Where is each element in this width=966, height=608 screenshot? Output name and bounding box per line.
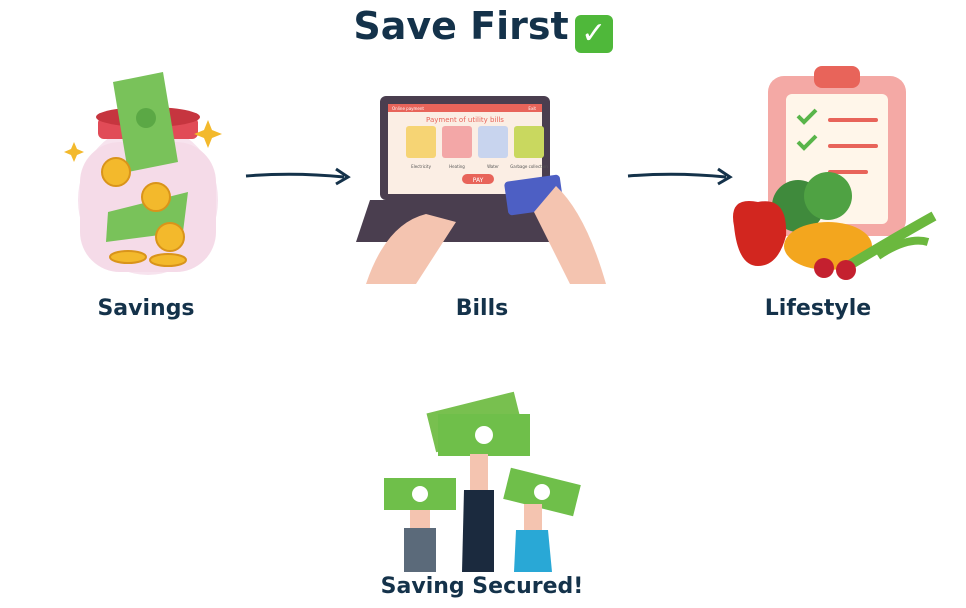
final-label: Saving Secured!	[380, 574, 584, 599]
arrow-right-icon	[627, 167, 733, 186]
hands-holding-cash-icon	[384, 391, 581, 572]
option-label: Heating	[449, 164, 465, 169]
step-label-lifestyle: Lifestyle	[764, 296, 872, 321]
option-label: Water	[487, 164, 499, 169]
screen-header: Online payment	[392, 106, 424, 111]
screen-heading: Payment of utility bills	[426, 116, 504, 124]
screen-exit: Exit	[528, 106, 536, 111]
page-title: Save First✓	[0, 4, 966, 53]
step-label-savings: Savings	[97, 296, 195, 321]
title-text: Save First	[353, 4, 569, 48]
pay-button: PAY	[473, 177, 484, 184]
check-mark-icon: ✓	[574, 15, 613, 53]
laptop-bill-payment-icon: Online payment Exit Payment of utility b…	[356, 96, 606, 284]
option-label: Electricity	[411, 164, 432, 169]
arrow-right-icon	[245, 167, 351, 186]
step-label-bills: Bills	[455, 296, 509, 321]
vegetables-checklist-icon	[733, 66, 937, 280]
piggy-jar-icon	[64, 72, 222, 275]
option-label: Garbage collection	[510, 164, 548, 169]
